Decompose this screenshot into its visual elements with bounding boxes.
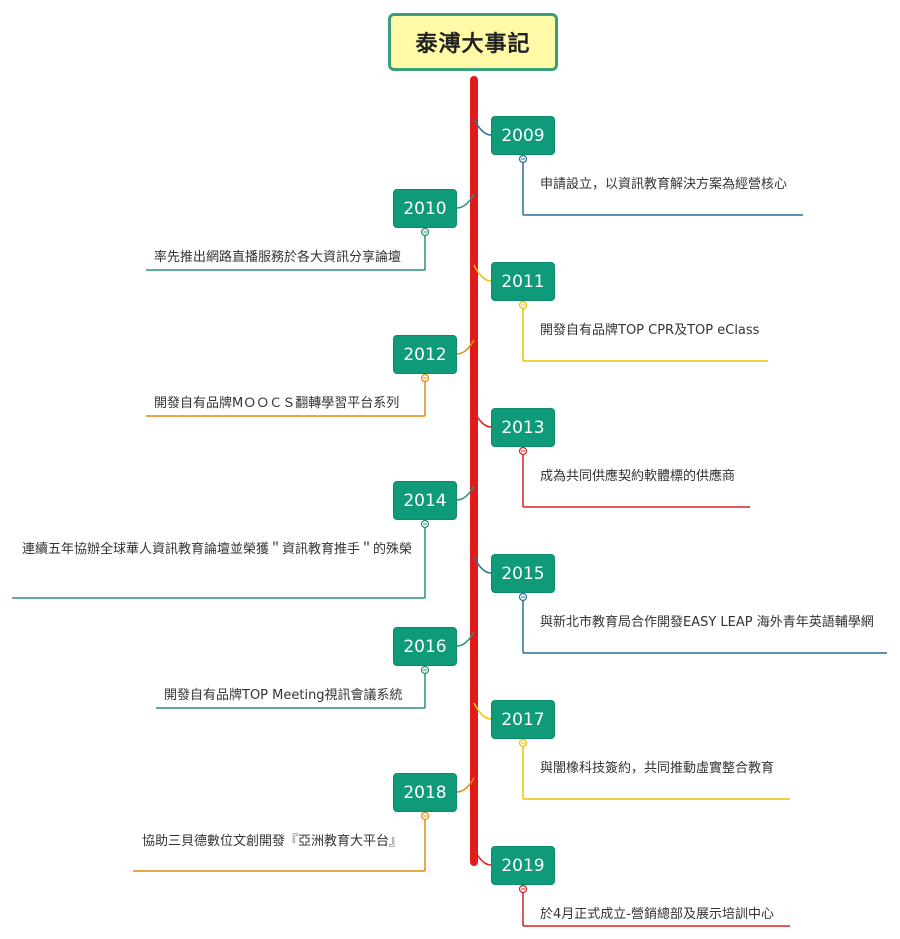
year-node-2010[interactable]: 2010: [393, 189, 457, 228]
year-node-2013[interactable]: 2013: [491, 408, 555, 447]
event-text-2019: 於4月正式成立-營銷總部及展示培訓中心: [540, 907, 774, 922]
branch-curve-2011: [473, 264, 492, 282]
event-text-2009: 申請設立，以資訊教育解決方案為經營核心: [540, 177, 788, 192]
year-node-2017[interactable]: 2017: [491, 700, 555, 739]
branch-curve-2018: [456, 777, 475, 793]
branch-curve-2010: [456, 193, 475, 209]
branch-curve-2014: [456, 485, 475, 501]
event-text-2013: 成為共同供應契約軟體標的供應商: [540, 469, 736, 484]
event-text-2017: 與闇橡科技簽約，共同推動虛實整合教育: [540, 761, 775, 776]
timeline-title[interactable]: 泰溥大事記: [388, 13, 558, 71]
year-node-2009[interactable]: 2009: [491, 116, 555, 155]
year-node-2012[interactable]: 2012: [393, 335, 457, 374]
year-node-2011[interactable]: 2011: [491, 262, 555, 301]
year-node-2016[interactable]: 2016: [393, 627, 457, 666]
branch-curve-2015: [473, 556, 492, 574]
event-text-2012: 開發自有品牌MＯＯＣＳ翻轉學習平台系列: [154, 396, 400, 411]
year-node-2014[interactable]: 2014: [393, 481, 457, 520]
branch-curve-2017: [473, 702, 492, 720]
event-text-2015: 與新北市教育局合作開發EASY LEAP 海外青年英語輔學網: [540, 615, 874, 630]
branch-curve-2009: [473, 118, 492, 136]
year-node-2019[interactable]: 2019: [491, 846, 555, 885]
event-text-2018: 協助三貝德數位文創開發『亞洲教育大平台』: [142, 834, 403, 849]
branch-curve-2013: [473, 410, 492, 428]
year-node-2018[interactable]: 2018: [393, 773, 457, 812]
event-text-2011: 開發自有品牌TOP CPR及TOP eClass: [540, 323, 760, 338]
branch-curve-2012: [456, 339, 475, 355]
event-text-2014: 連續五年協辦全球華人資訊教育論壇並榮獲＂資訊教育推手＂的殊榮: [22, 542, 413, 557]
event-text-2016: 開發自有品牌TOP Meeting視訊會議系統: [164, 688, 403, 703]
event-text-2010: 率先推出網路直播服務於各大資訊分享論壇: [154, 250, 402, 265]
branch-curve-2019: [473, 848, 492, 866]
year-node-2015[interactable]: 2015: [491, 554, 555, 593]
branch-curve-2016: [456, 631, 475, 647]
